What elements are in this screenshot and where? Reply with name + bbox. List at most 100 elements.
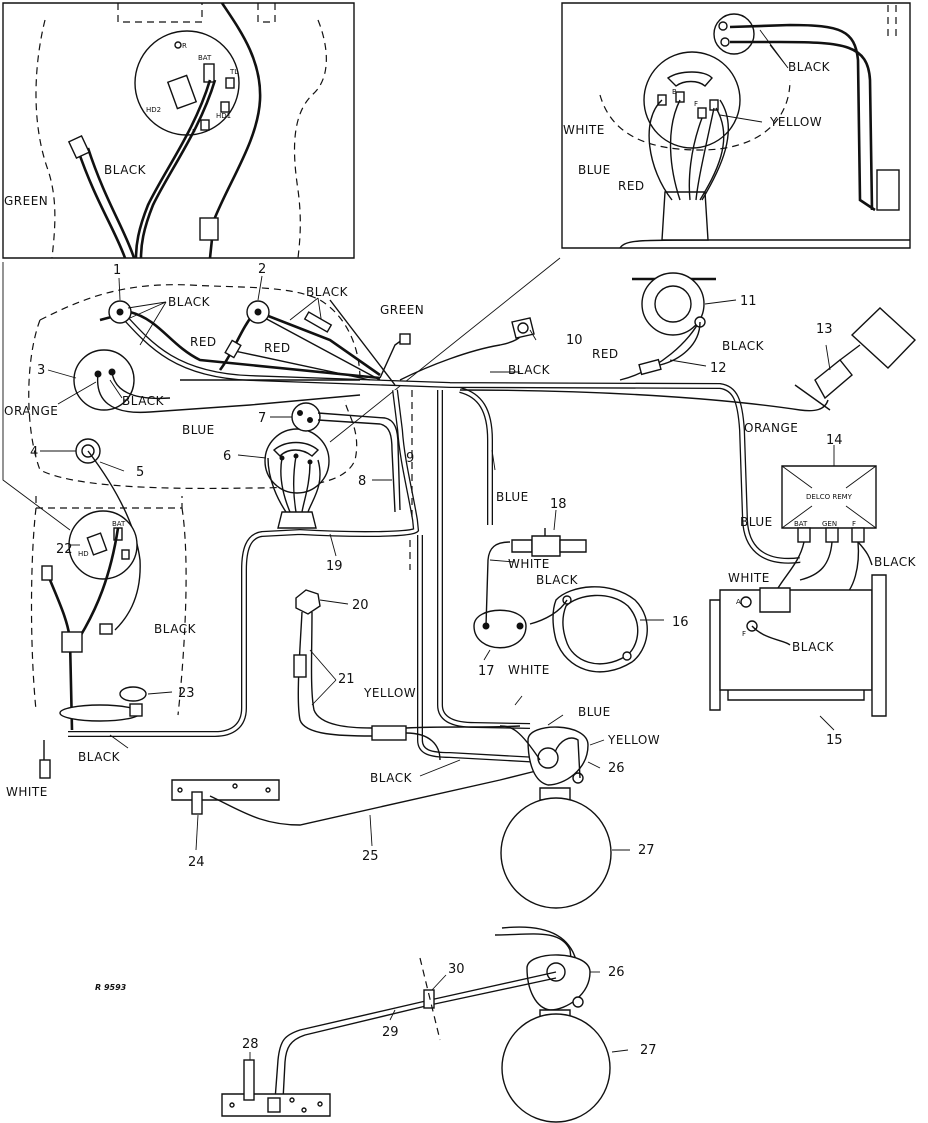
callout-26-lower: 26: [608, 965, 625, 980]
tl-wire-black-label: BLACK: [104, 163, 147, 177]
callout-11: 11: [740, 294, 757, 309]
component-10-sender: [511, 317, 535, 339]
callout-15: 15: [826, 733, 843, 748]
wire-red-1-label: RED: [190, 335, 217, 349]
component-3-gauge: [57, 349, 361, 414]
inset-leader-right: [329, 257, 561, 443]
generator-a-label: A: [736, 598, 741, 606]
wire-black-11-label: BLACK: [722, 339, 765, 353]
wire-green-label: GREEN: [380, 303, 424, 317]
callout-4: 4: [30, 445, 38, 460]
callout-12: 12: [710, 361, 727, 376]
callout-3: 3: [37, 363, 45, 378]
callout-21: 21: [338, 672, 355, 687]
main-harness: [68, 299, 829, 763]
component-20-sender: [293, 589, 373, 737]
component-23-light: [59, 686, 147, 722]
callout-30: 30: [448, 962, 465, 977]
component-26-27-starter: [499, 725, 612, 909]
wire-black-22-label: BLACK: [154, 622, 197, 636]
tr-wire-blue-label: BLUE: [578, 163, 611, 177]
callout-19: 19: [326, 559, 343, 574]
wire-blue-26-label: BLUE: [578, 705, 611, 719]
callout-28: 28: [242, 1037, 259, 1052]
inset-top-left: R BAT TL HD2 HD1 F BLACK GREEN: [2, 2, 355, 259]
callout-16: 16: [672, 615, 689, 630]
inset-top-right: B F BLACK YELLOW WHITE BLUE RED: [561, 2, 911, 249]
component-6-switch: [264, 428, 330, 529]
switch22-bat-label: BAT: [112, 520, 126, 528]
component-16-plate: [529, 586, 648, 673]
tl-wire-green-label: GREEN: [4, 194, 48, 208]
component-14-regulator: DELCO REMY BAT GEN F: [769, 465, 877, 612]
tl-terminal-hd2: HD2: [146, 106, 161, 114]
callout-8: 8: [358, 474, 366, 489]
tl-terminal-hd1: HD1: [216, 112, 231, 120]
wire-white-left-label: WHITE: [6, 785, 48, 799]
component-18-switch: [511, 528, 587, 557]
wire-yellow-21-label: YELLOW: [363, 686, 416, 700]
wire-orange-13-label: ORANGE: [744, 421, 798, 435]
tr-key-switch-icon: [643, 51, 741, 149]
wire-blue-main-label: BLUE: [182, 423, 215, 437]
callout-numbers: 1 2 3 4 5 6 7 8 9 10 11 12 13 14 15 16 1…: [30, 262, 843, 1058]
callout-9: 9: [406, 451, 414, 466]
wire-blue-18-label: BLUE: [496, 490, 529, 504]
tl-terminal-tl: TL: [229, 68, 238, 76]
dash-panel: [28, 284, 361, 716]
generator-f-label: F: [742, 630, 746, 638]
wire-black-10-label: BLACK: [508, 363, 551, 377]
tr-terminal-f: F: [694, 100, 698, 108]
component-17-light: [473, 541, 527, 649]
component-11-horn: [632, 272, 716, 376]
callout-17: 17: [478, 664, 495, 679]
callout-5: 5: [136, 465, 144, 480]
callout-2: 2: [258, 262, 266, 277]
tr-wire-white-label: WHITE: [563, 123, 605, 137]
callout-25: 25: [362, 849, 379, 864]
tl-terminal-bat: BAT: [198, 54, 212, 62]
wire-black-16-label: BLACK: [536, 573, 579, 587]
tl-terminal-r: R: [182, 42, 187, 50]
callout-14: 14: [826, 433, 843, 448]
tr-wire-yellow-label: YELLOW: [769, 115, 822, 129]
callout-26: 26: [608, 761, 625, 776]
switch22-hd-label: HD: [78, 550, 89, 558]
callout-24: 24: [188, 855, 205, 870]
wire-black-2-label: BLACK: [306, 285, 349, 299]
callout-1: 1: [113, 263, 121, 278]
regulator-bat-label: BAT: [794, 520, 808, 528]
wire-black-1-label: BLACK: [168, 295, 211, 309]
reference-code: R 9593: [95, 983, 127, 992]
wire-blue-14-label: BLUE: [740, 515, 773, 529]
callout-10: 10: [566, 333, 583, 348]
wire-yellow-26-label: YELLOW: [607, 733, 660, 747]
callout-23: 23: [178, 686, 195, 701]
callout-27-lower: 27: [640, 1043, 657, 1058]
wire-orange-3-label: ORANGE: [4, 404, 58, 418]
component-13-light: [794, 307, 917, 411]
wire-black-23-label: BLACK: [78, 750, 121, 764]
component-28-plate: [221, 1059, 331, 1117]
tr-wire-black-label: BLACK: [788, 60, 831, 74]
tr-wire-red-label: RED: [618, 179, 645, 193]
callout-27: 27: [638, 843, 655, 858]
wire-black-3-label: BLACK: [122, 394, 165, 408]
callout-29: 29: [382, 1025, 399, 1040]
tr-terminal-b: B: [672, 88, 677, 96]
inset-leader-left: [2, 262, 71, 531]
regulator-gen-label: GEN: [822, 520, 837, 528]
wire-red-2-label: RED: [264, 341, 291, 355]
wire-labels: BLACK BLACK GREEN RED RED ORANGE BLACK B…: [4, 285, 916, 799]
callout-18: 18: [550, 497, 567, 512]
wire-white-14-label: WHITE: [728, 571, 770, 585]
callout-20: 20: [352, 598, 369, 613]
leader-lines: [40, 275, 835, 1060]
regulator-brand-label: DELCO REMY: [806, 493, 853, 501]
component-15-generator: A F: [709, 574, 887, 717]
wire-red-12-label: RED: [592, 347, 619, 361]
component-22-switch: BAT HD: [39, 510, 138, 779]
wire-white-18-label: WHITE: [508, 557, 550, 571]
callout-13: 13: [816, 322, 833, 337]
